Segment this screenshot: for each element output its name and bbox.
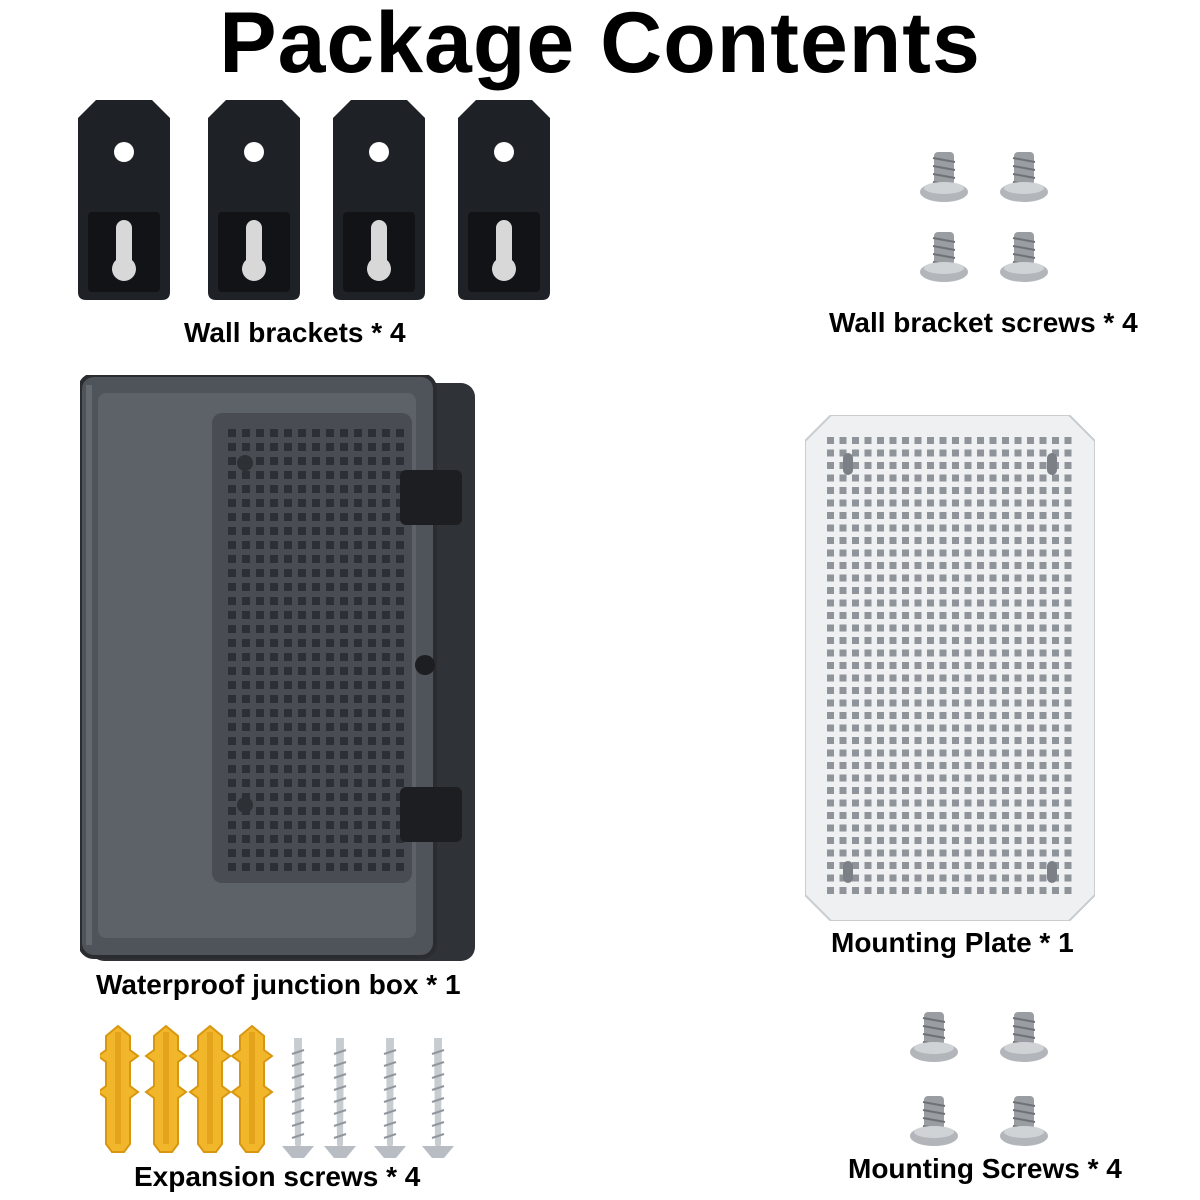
mounting-plate-image	[805, 415, 1095, 921]
wall-brackets-label: Wall brackets * 4	[184, 317, 406, 348]
expansion-screws-label: Expansion screws * 4	[134, 1161, 421, 1192]
junction-box-image	[80, 375, 475, 961]
page-title: Package Contents	[219, 0, 981, 91]
wall-bracket-image	[208, 100, 300, 300]
mounting-screws-image	[909, 1011, 1049, 1147]
wall-bracket-image	[78, 100, 170, 300]
wall-bracket-screws-image	[919, 151, 1049, 283]
wall-bracket-image	[458, 100, 550, 300]
mounting-plate-label: Mounting Plate * 1	[831, 927, 1074, 958]
mounting-screws-label: Mounting Screws * 4	[848, 1153, 1122, 1184]
wall-bracket-screws-label: Wall bracket screws * 4	[829, 307, 1138, 338]
expansion-screws-image	[100, 1025, 455, 1159]
junction-box-label: Waterproof junction box * 1	[96, 969, 461, 1000]
wall-bracket-image	[333, 100, 425, 300]
